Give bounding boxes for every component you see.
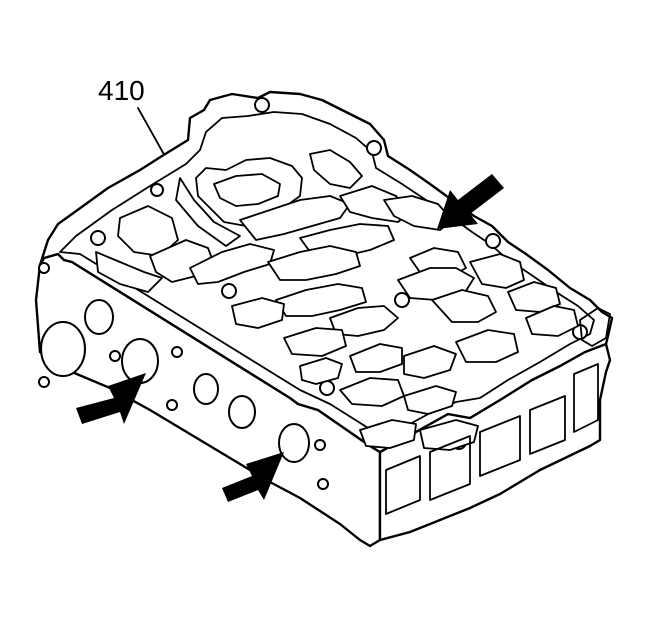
front-bolt-hole — [314, 439, 326, 451]
front-port — [228, 395, 256, 429]
front-bolt-hole — [109, 350, 121, 362]
front-bolt-hole — [38, 262, 50, 274]
front-bolt-hole — [166, 399, 178, 411]
front-port — [40, 321, 86, 377]
bolt-hole — [485, 233, 501, 249]
valve-body — [34, 90, 614, 548]
callout-leader-line — [137, 107, 167, 159]
arrow-left — [76, 373, 146, 424]
pointer-arrows — [76, 174, 504, 502]
front-port — [193, 373, 219, 405]
bolt-hole — [394, 292, 410, 308]
front-face-ports — [38, 262, 329, 490]
arrow-bottom — [222, 452, 284, 502]
bolt-hole — [221, 283, 237, 299]
top-face-inner-edge — [59, 111, 595, 439]
front-bolt-hole — [38, 376, 50, 388]
bolt-hole — [254, 97, 270, 113]
arrow-top-right — [437, 174, 504, 229]
front-bolt-hole — [317, 478, 329, 490]
fluid-channels — [95, 149, 579, 451]
callout-label-410: 410 — [98, 75, 145, 106]
bolt-hole — [366, 140, 382, 156]
bolt-hole — [90, 230, 106, 246]
front-port — [278, 423, 310, 463]
right-face-details — [385, 307, 611, 515]
front-port — [84, 299, 114, 335]
front-bolt-hole — [171, 346, 183, 358]
bolt-hole — [150, 183, 164, 197]
